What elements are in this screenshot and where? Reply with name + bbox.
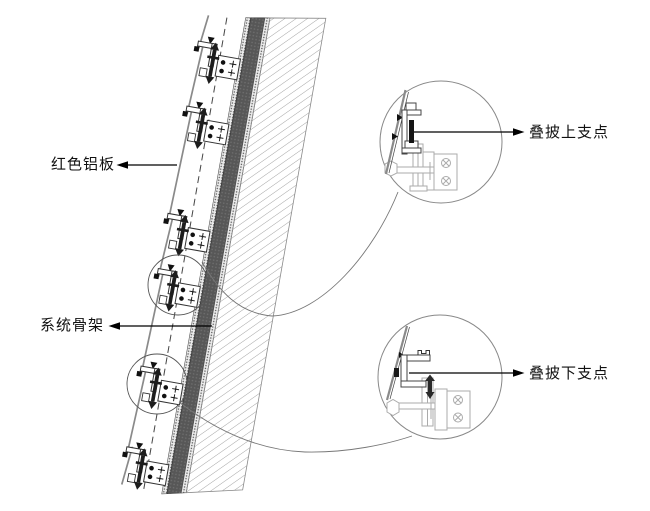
upper-support-pin [409,120,414,143]
lower-support-channel [400,354,431,388]
fixing-mark [392,133,398,140]
arrowhead-right [513,128,525,136]
label-system-frame: 系统骨架 [39,317,104,334]
arrowhead-left [116,161,128,169]
panel-segment [140,270,165,375]
lower-support-detail [377,314,503,440]
detail-marker-circle-upper [147,254,209,316]
arrowhead-left [108,322,120,330]
structural-wall-hatch [185,17,327,494]
panel-segment [186,41,205,115]
panel-edge-inner [389,326,410,400]
detail-marker-circle-lower [126,353,188,415]
insulation-texture [166,17,265,494]
leader-curve-upper [201,191,399,317]
label-lap-upper-support: 叠披上支点 [529,124,610,141]
panel-segment [126,367,148,454]
label-lap-lower-support: 叠披下支点 [529,365,610,382]
panel-segment [167,107,194,222]
upper-detail-gray-hardware [384,143,458,192]
wall-assembly [116,15,327,495]
bolt-cross-symbols [441,158,451,186]
fixing-mark [394,368,399,377]
lower-detail-gray-hardware [386,377,471,431]
leader-curve-lower [178,401,413,453]
panel-edge [384,89,407,175]
lap-clip [417,350,430,355]
panel-edge-inner [388,91,409,174]
panel-segment [157,215,175,277]
lower-support-pin [425,374,435,399]
label-red-aluminum-panel: 红色铝板 [50,156,115,173]
upper-support-channel [401,102,422,155]
arrowhead-right [513,369,525,377]
panel-edge [385,325,409,401]
upper-support-detail [379,80,503,204]
annotation-arrows [119,131,514,374]
bolt-cross-symbols [453,395,463,423]
fixing-mark [397,114,403,121]
annotation-arrowheads [108,128,525,377]
